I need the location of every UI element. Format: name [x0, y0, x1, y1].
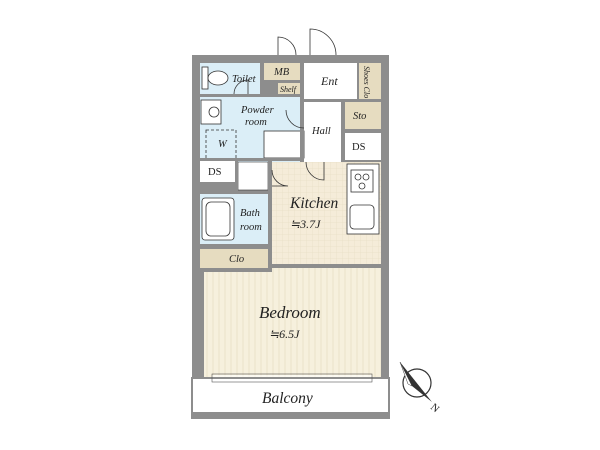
compass-icon [399, 361, 432, 402]
utility-box [237, 161, 269, 191]
label-shoe-clo: Shoes Clo [362, 66, 371, 98]
ds-upper [345, 133, 381, 160]
label-bedroom: Bedroom [259, 303, 321, 322]
toilet-bowl [201, 66, 229, 90]
label-ent: Ent [320, 74, 338, 88]
label-kitchen: Kitchen [289, 195, 338, 212]
label-clo: Clo [229, 254, 244, 265]
mb-closet [264, 63, 300, 80]
label-balcony: Balcony [262, 390, 313, 407]
sto-closet [345, 102, 381, 129]
balcony [191, 377, 390, 419]
label-powder-room-2: room [245, 117, 267, 128]
compass-n-label: N [428, 402, 441, 416]
label-mb: MB [273, 67, 290, 78]
washbasin [200, 99, 222, 125]
label-hall: Hall [311, 126, 331, 137]
label-w: W [218, 139, 228, 150]
label-bedroom-area: ≒6.5J [269, 327, 300, 341]
window-frame [211, 373, 373, 383]
balcony-railing [192, 412, 389, 418]
label-ds-lower: DS [208, 167, 222, 178]
ds-lower [200, 160, 235, 182]
shoe-closet [359, 63, 381, 99]
label-bath-2: room [240, 222, 262, 233]
windows [212, 375, 372, 381]
hall [304, 102, 341, 162]
powder-counter [263, 130, 305, 159]
label-ds-upper: DS [352, 142, 366, 153]
label-bath-1: Bath [240, 208, 260, 219]
label-sto: Sto [353, 111, 366, 122]
label-shelf: Shelf [280, 85, 298, 94]
door-swings [233, 28, 337, 187]
label-powder-room-1: Powder [240, 105, 275, 116]
interior-walls [200, 63, 381, 378]
washer-pan [205, 129, 237, 160]
bathtub [201, 197, 235, 241]
entrance [304, 63, 357, 99]
bedroom [204, 268, 381, 378]
clo-closet [200, 249, 268, 271]
shelf [278, 83, 300, 94]
label-kitchen-area: ≒3.7J [290, 217, 321, 231]
kitchen-counter [346, 163, 380, 235]
label-toilet: Toilet [232, 74, 257, 85]
